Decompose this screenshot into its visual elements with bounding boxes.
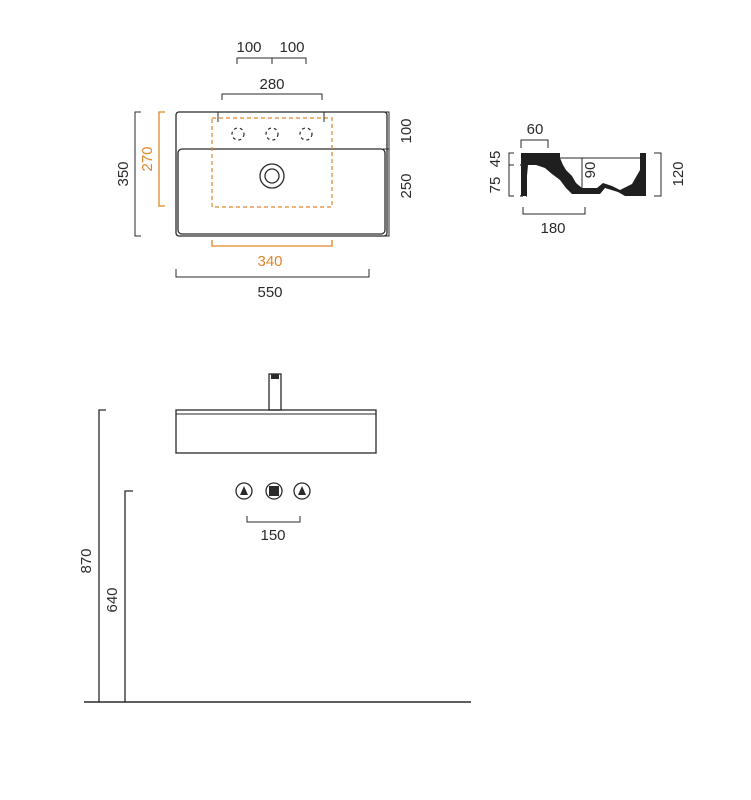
dim-lower: 75	[487, 177, 504, 194]
dim-inner-height: 90	[582, 162, 599, 179]
top-view: 100 100 280 350 270 100 250 340 550	[115, 39, 415, 301]
section-view: 60 45 75 90 120 180	[487, 121, 687, 237]
basin-section-profile	[521, 153, 646, 196]
valve-right	[293, 482, 311, 500]
valve-center	[265, 482, 283, 500]
dim-basin-height: 870	[78, 548, 95, 573]
drain-inner	[264, 168, 280, 184]
faucet	[268, 373, 282, 411]
dim-deck: 100	[398, 118, 415, 143]
dim-line-basin-height	[98, 409, 106, 702]
dim-line-height	[654, 152, 662, 197]
dim-line-deck	[383, 111, 390, 150]
dim-line-valve-height	[124, 490, 133, 702]
dim-tap-spacing-right: 100	[279, 39, 304, 56]
tap-hole-center	[265, 127, 279, 141]
dim-line-bowl	[383, 148, 390, 237]
dim-line-tap-span	[221, 93, 323, 100]
dim-tap-span: 280	[259, 76, 284, 93]
tap-hole-right	[299, 127, 313, 141]
dim-line-base	[522, 207, 586, 215]
elevation-view: 150 870 640	[78, 373, 471, 703]
basin-outline	[175, 111, 388, 237]
dim-tap-spacing-left: 100	[236, 39, 261, 56]
dim-inner-depth: 270	[139, 146, 156, 171]
dim-width: 550	[257, 284, 282, 301]
valve-left	[235, 482, 253, 500]
dim-base: 180	[540, 220, 565, 237]
inner-area-dashed	[211, 117, 333, 208]
basin-front	[175, 409, 377, 454]
dim-depth-total: 350	[115, 161, 132, 186]
drain-outer	[259, 163, 285, 189]
dim-valve-spacing: 150	[260, 527, 285, 544]
dim-height: 120	[670, 161, 687, 186]
dim-line-rim	[520, 139, 549, 148]
dim-bowl: 250	[398, 173, 415, 198]
dim-inner-width: 340	[257, 253, 282, 270]
bowl-outline	[177, 148, 386, 235]
tap-hole-left	[231, 127, 245, 141]
dim-line-width	[175, 269, 370, 278]
dim-upper: 45	[487, 151, 504, 168]
dim-line-inner-depth	[158, 111, 165, 207]
dim-line-valve-spacing	[246, 516, 301, 523]
dim-line-depth-total	[134, 111, 141, 237]
dim-line-inner-width	[211, 240, 333, 247]
dim-rim: 60	[527, 121, 544, 138]
dim-valve-height: 640	[104, 587, 121, 612]
